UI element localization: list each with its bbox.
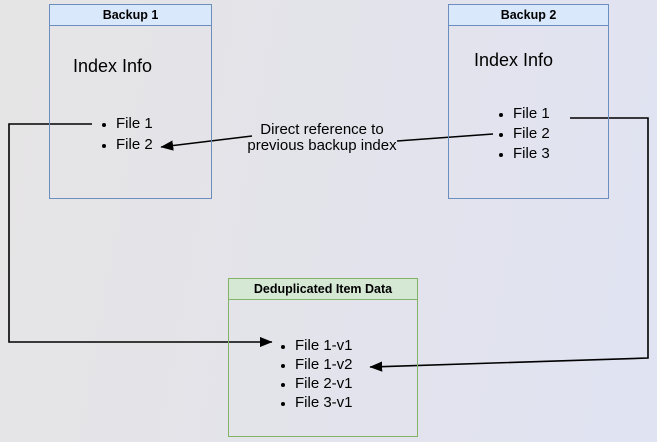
backup1-file-list: File 1File 2: [50, 113, 153, 155]
backup2-index-info-label: Index Info: [474, 50, 554, 70]
backup1-node: Backup 1 Index Info File 1File 2: [49, 4, 212, 199]
annotation-line-1: Direct reference to: [260, 121, 384, 138]
dedup-file-list: File 1-v1File 1-v2File 2-v1File 3-v1: [229, 336, 353, 412]
list-item: File 3: [513, 144, 550, 164]
list-item: File 1: [116, 113, 153, 134]
list-item: File 1: [513, 104, 550, 124]
backup2-file-list: File 1File 2File 3: [449, 104, 550, 164]
deduplicated-item-data-node: Deduplicated Item Data File 1-v1File 1-v…: [228, 278, 418, 437]
list-item: File 1-v1: [295, 336, 353, 355]
deduplicated-item-data-title: Deduplicated Item Data: [229, 279, 417, 300]
direct-reference-annotation: Direct reference to previous backup inde…: [234, 122, 410, 153]
list-item: File 3-v1: [295, 393, 353, 412]
list-item: File 2-v1: [295, 374, 353, 393]
backup2-node: Backup 2 Index Info File 1File 2File 3: [448, 4, 609, 199]
backup1-title: Backup 1: [50, 5, 211, 26]
backup1-index-info-label: Index Info: [73, 56, 153, 76]
list-item: File 2: [513, 124, 550, 144]
list-item: File 2: [116, 134, 153, 155]
list-item: File 1-v2: [295, 355, 353, 374]
backup2-title: Backup 2: [449, 5, 608, 26]
annotation-line-2: previous backup index: [247, 136, 397, 154]
